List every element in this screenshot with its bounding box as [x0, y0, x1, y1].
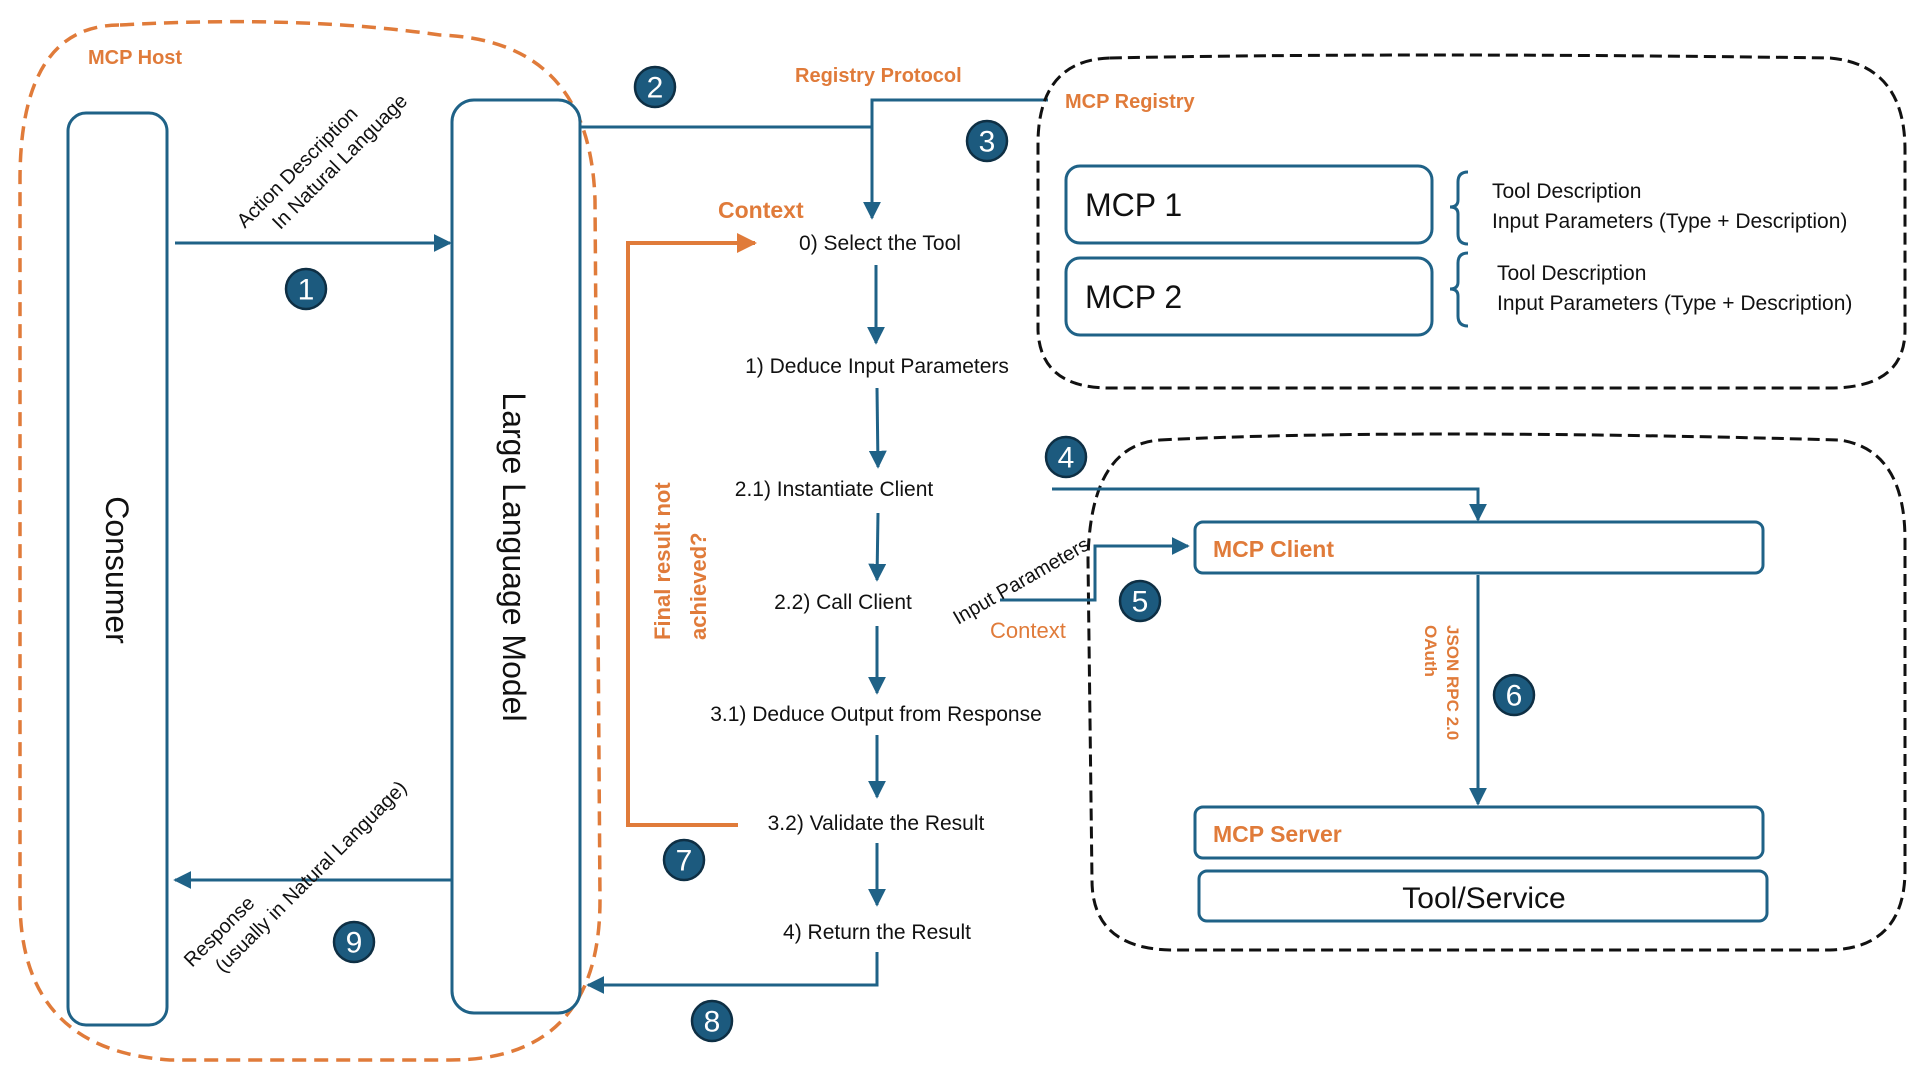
step-badge-2: 2: [633, 65, 677, 109]
arrow-step-21-to-22: [868, 512, 887, 582]
consumer-label: Consumer: [99, 496, 135, 644]
svg-text:3: 3: [979, 126, 996, 159]
svg-text:OAuth: OAuth: [1421, 625, 1440, 677]
mcp-server-label: MCP Server: [1213, 821, 1342, 847]
step-badge-3: 3: [965, 119, 1009, 163]
brace-mcp-2: [1449, 251, 1469, 328]
registry-entry-mcp-2[interactable]: [1064, 256, 1434, 337]
step-deduce-output[interactable]: 3.1) Deduce Output from Response: [710, 703, 1042, 726]
step-return-result[interactable]: 4) Return the Result: [783, 921, 971, 944]
response-label: Response (usually in Natural Language): [180, 777, 411, 977]
svg-text:1: 1: [298, 274, 315, 307]
connector-instantiate-to-client: [1052, 487, 1487, 522]
registry-entry-mcp-2-name: MCP 2: [1085, 279, 1182, 315]
llm-label: Large Language Model: [496, 392, 532, 721]
svg-text:JSON RPC 2.0: JSON RPC 2.0: [1443, 625, 1462, 740]
svg-text:6: 6: [1506, 680, 1523, 713]
registry-entry-mcp-2-detail-1: Tool Description: [1497, 262, 1646, 285]
svg-text:achieved?: achieved?: [686, 532, 711, 640]
connector-call-to-client: [1000, 537, 1190, 602]
step-select-tool[interactable]: 0) Select the Tool: [799, 232, 961, 255]
registry-entry-mcp-1-detail-1: Tool Description: [1492, 180, 1641, 203]
step-deduce-input-parameters[interactable]: 1) Deduce Input Parameters: [745, 355, 1009, 378]
tool-service-label: Tool/Service: [1402, 882, 1565, 915]
protocol-label: JSON RPC 2.0 OAuth: [1421, 625, 1462, 740]
client-context-label: Context: [990, 618, 1066, 643]
registry-entry-mcp-2-detail-2: Input Parameters (Type + Description): [1497, 292, 1852, 315]
step-badge-4: 4: [1044, 435, 1088, 479]
connector-registry-protocol: [870, 98, 1048, 127]
mcp-registry-title: MCP Registry: [1065, 91, 1196, 113]
svg-text:8: 8: [704, 1006, 721, 1039]
registry-entry-mcp-1-name: MCP 1: [1085, 187, 1182, 223]
svg-text:5: 5: [1132, 586, 1149, 619]
consumer-box[interactable]: [66, 111, 169, 1027]
connector-return-to-llm: [586, 952, 879, 994]
step-badge-9: 9: [332, 920, 376, 964]
step-badge-8: 8: [690, 999, 734, 1043]
action-description-label: Action Description In Natural Language: [233, 90, 412, 234]
step-badge-7: 7: [662, 838, 706, 882]
step-badge-6: 6: [1492, 673, 1536, 717]
mcp-server-box[interactable]: [1193, 805, 1765, 860]
svg-text:9: 9: [346, 927, 363, 960]
step-instantiate-client[interactable]: 2.1) Instantiate Client: [735, 478, 934, 501]
svg-text:4: 4: [1058, 442, 1075, 475]
svg-text:7: 7: [676, 845, 693, 878]
tool-service-box[interactable]: [1197, 869, 1769, 923]
svg-text:Final result not: Final result not: [650, 482, 675, 640]
mcp-client-label: MCP Client: [1213, 536, 1334, 562]
server-side-boundary: [1086, 432, 1907, 952]
arrow-step-1-to-21: [868, 387, 887, 469]
step-validate-result[interactable]: 3.2) Validate the Result: [768, 812, 985, 835]
step-badge-1: 1: [284, 267, 328, 311]
brace-mcp-1: [1449, 170, 1469, 246]
mcp-registry-boundary: [1036, 53, 1907, 390]
mcp-host-title: MCP Host: [88, 47, 182, 69]
svg-text:(usually in Natural Language): (usually in Natural Language): [211, 777, 411, 977]
mcp-host-boundary: [18, 19, 602, 1062]
llm-box[interactable]: [450, 98, 582, 1015]
step-badge-5: 5: [1118, 579, 1162, 623]
context-label: Context: [718, 197, 804, 223]
input-parameters-label: Input Parameters: [950, 534, 1094, 630]
loop-retry-connector: [626, 233, 757, 827]
registry-protocol-label: Registry Protocol: [795, 65, 962, 87]
registry-entry-mcp-1-detail-2: Input Parameters (Type + Description): [1492, 210, 1847, 233]
mcp-client-box[interactable]: [1193, 520, 1765, 575]
svg-text:2: 2: [647, 72, 664, 105]
registry-entry-mcp-1[interactable]: [1064, 164, 1434, 245]
step-call-client[interactable]: 2.2) Call Client: [774, 591, 912, 614]
loop-label: Final result not achieved?: [650, 482, 711, 640]
